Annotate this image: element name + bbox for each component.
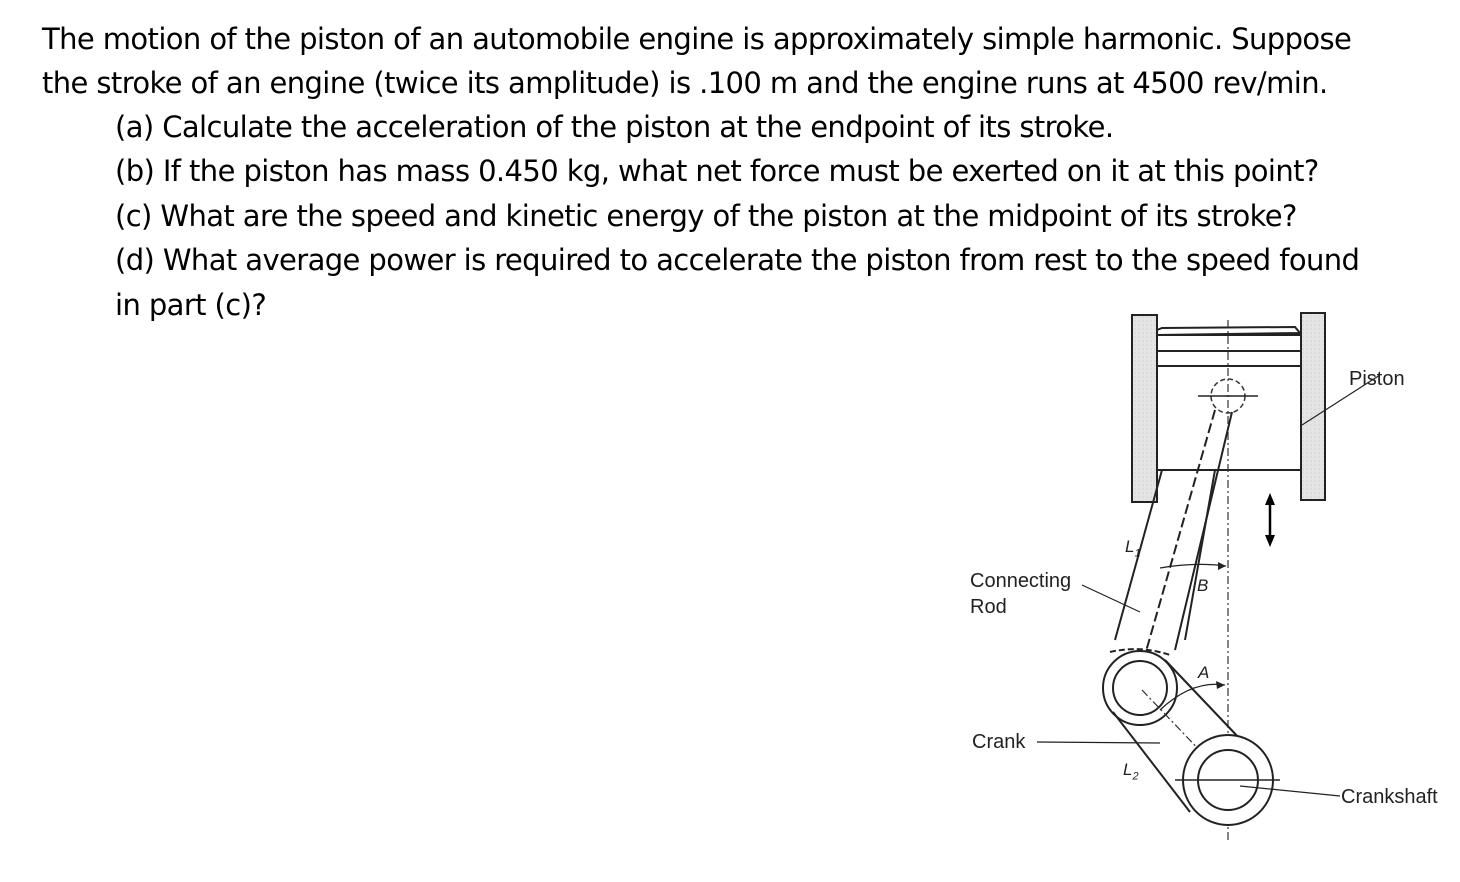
part-d: (d) What average power is required to ac… (115, 243, 1360, 277)
part-b: (b) If the piston has mass 0.450 kg, wha… (115, 154, 1319, 188)
angle-b-label: B (1197, 576, 1209, 595)
angle-a-label: A (1198, 663, 1210, 682)
engine-diagram-graphic (1036, 312, 1381, 840)
piston-diagram: Piston Connecting Rod Crank Crankshaft L… (930, 300, 1460, 860)
l1-label: L1 (1125, 537, 1141, 560)
connecting-rod-label-2: Rod (970, 596, 1007, 618)
part-c: (c) What are the speed and kinetic energ… (115, 199, 1297, 233)
crankshaft-label: Crankshaft (1341, 786, 1438, 808)
crank-label: Crank (972, 731, 1026, 753)
intro-line-2: the stroke of an engine (twice its ampli… (42, 66, 1328, 100)
l2-label: L2 (1123, 760, 1139, 783)
part-a: (a) Calculate the acceleration of the pi… (115, 110, 1114, 144)
connecting-rod-label-1: Connecting (970, 570, 1072, 592)
piston-label: Piston (1349, 368, 1405, 390)
intro-line-1: The motion of the piston of an automobil… (42, 22, 1352, 56)
part-d-continued: in part (c)? (115, 288, 267, 322)
